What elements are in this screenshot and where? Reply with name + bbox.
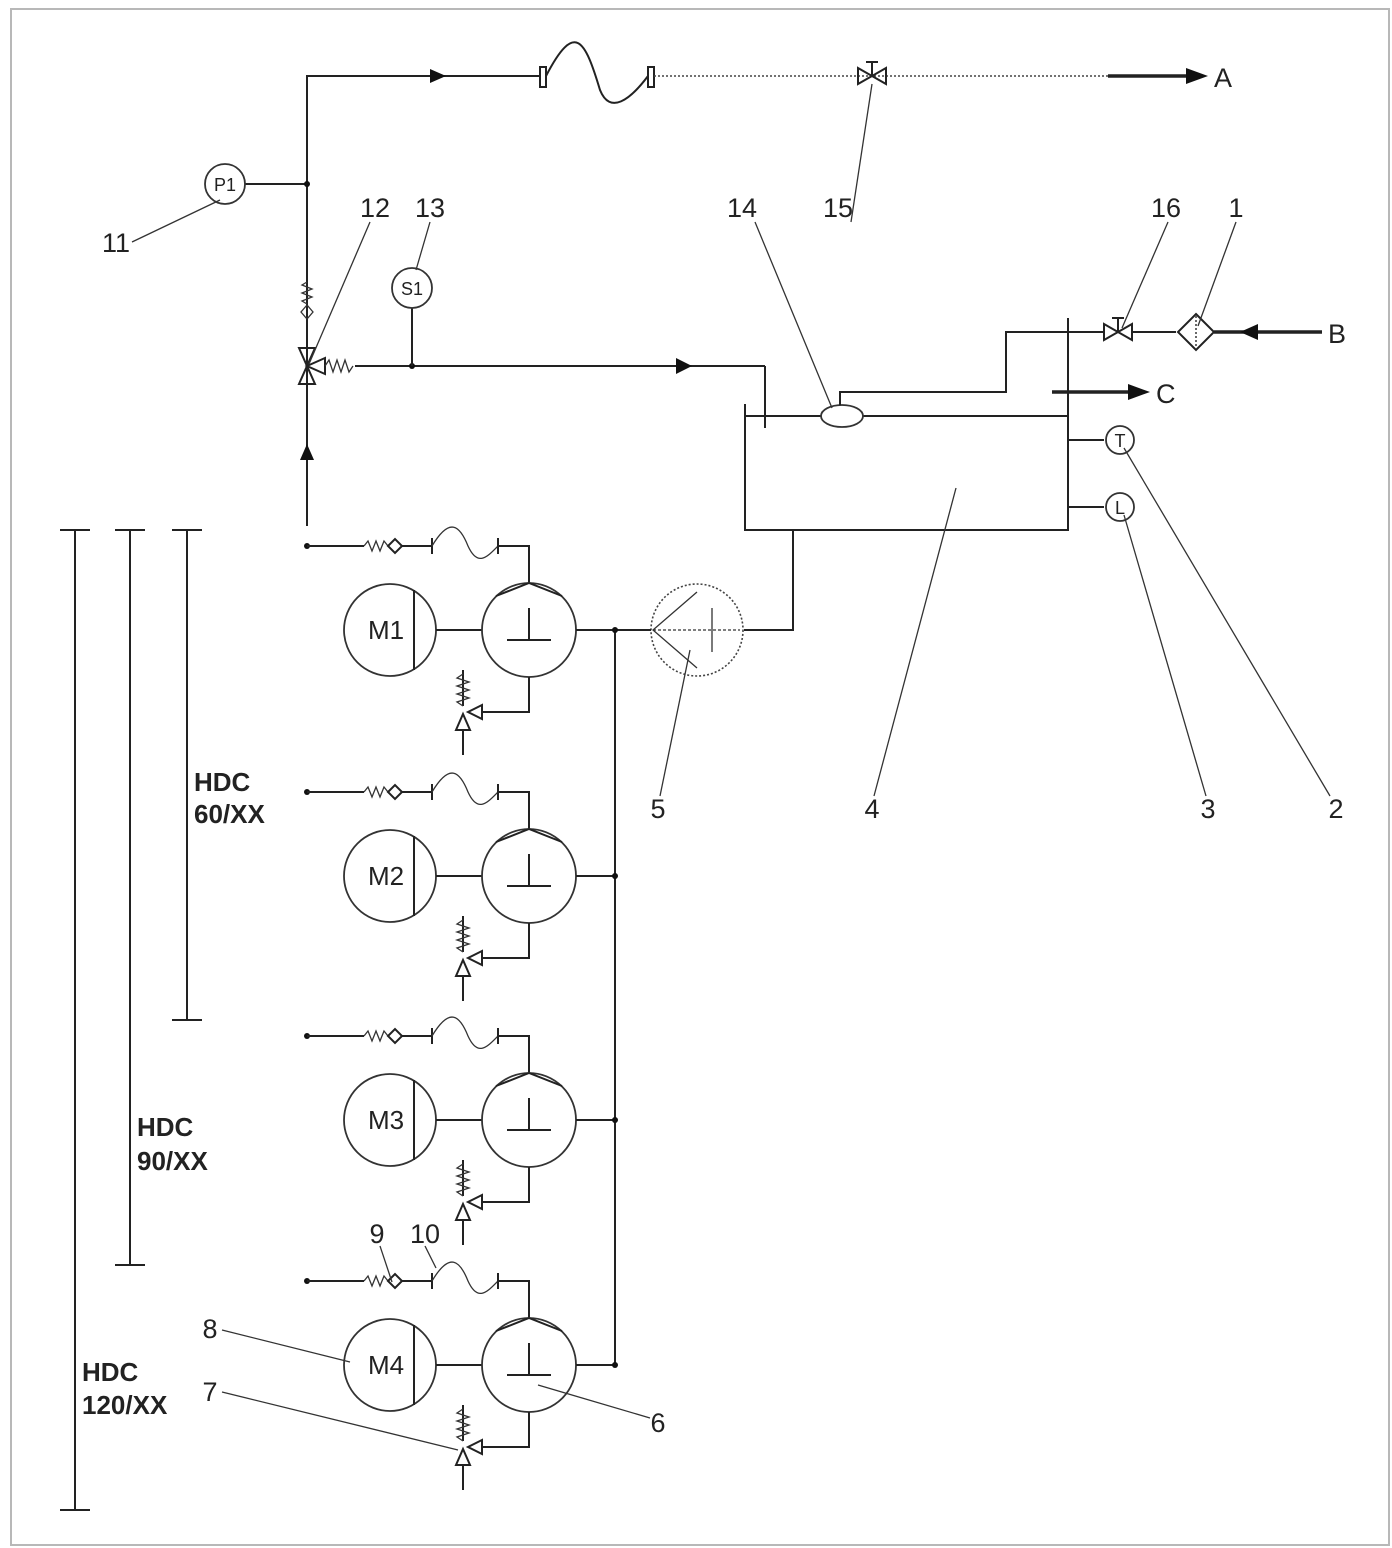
t-sensor-label: T [1115,431,1126,451]
callout-13: 13 [415,193,445,223]
tank [744,318,1069,531]
port-a-label: A [1214,63,1232,93]
s1-label: S1 [401,279,423,299]
callout-11: 11 [102,228,130,258]
model-hdc60-line2: 60/XX [194,799,265,829]
flow-arrow-up [300,444,314,460]
outlet-line-c [1052,384,1150,400]
callout-14: 14 [727,193,757,223]
callout-5: 5 [650,794,665,824]
pump-group-2: M2 [304,772,618,1001]
motor-label-m3: M3 [368,1105,404,1135]
model-hdc90-line2: 90/XX [137,1146,208,1176]
motor-label-m2: M2 [368,861,404,891]
pump-group-3: M3 [304,1016,618,1245]
callout-4: 4 [864,794,879,824]
pressure-gauge-p1 [204,163,310,205]
l-sensor-label: L [1115,498,1125,518]
inlet-line-b [1068,312,1322,352]
motor-label-m4: M4 [368,1350,404,1380]
callout-12: 12 [360,193,390,223]
pump-group-4: M4 [304,1261,618,1490]
motor-label-m1: M1 [368,615,404,645]
model-hdc120-line2: 120/XX [82,1390,168,1420]
callout-8: 8 [202,1314,217,1344]
callout-16: 16 [1151,193,1181,223]
p1-label: P1 [214,175,236,195]
diagram-frame [10,8,1390,1546]
port-c-label: C [1156,379,1176,409]
relief-valve-12 [297,267,766,428]
model-hdc120-line1: HDC [82,1357,139,1387]
callout-6: 6 [650,1408,665,1438]
callout-1: 1 [1228,193,1243,223]
model-hdc60-line1: HDC [194,767,251,797]
callout-7: 7 [202,1377,217,1407]
sensors-t-l [1068,425,1135,522]
callout-leaders [131,83,1331,1451]
callout-15: 15 [823,193,853,223]
callout-10: 10 [410,1219,440,1249]
filter-5 [577,530,794,677]
callout-2: 2 [1328,794,1343,824]
model-hdc90-line1: HDC [137,1112,194,1142]
model-brackets [60,529,202,1511]
port-b-label: B [1328,319,1346,349]
outlet-line-a [306,41,1208,526]
callout-3: 3 [1200,794,1215,824]
callout-9: 9 [369,1219,384,1249]
riser-check-valve [300,281,314,320]
pump-group-1: M1 [304,526,618,755]
